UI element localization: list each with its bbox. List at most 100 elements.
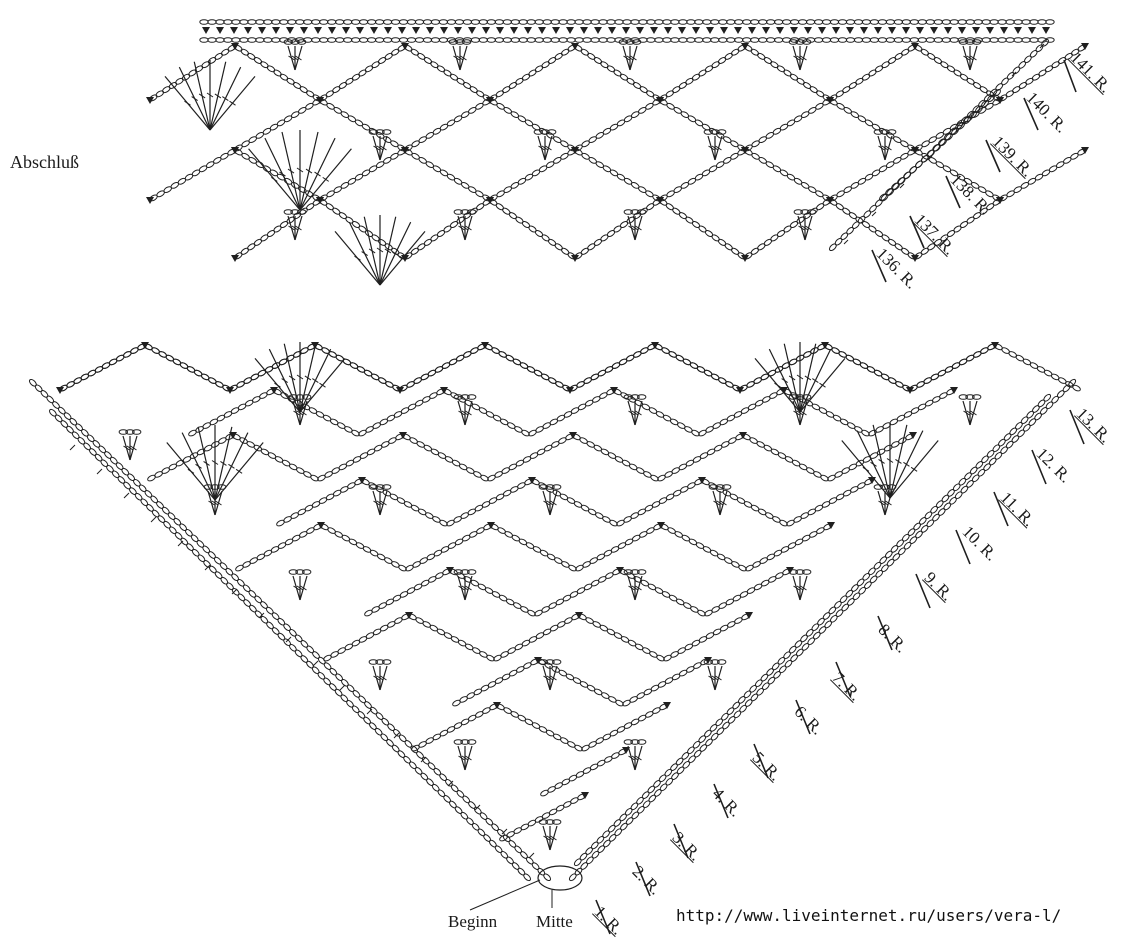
mesh-arc	[404, 44, 492, 102]
sc-mark	[827, 522, 835, 529]
dc-tick	[355, 256, 361, 260]
mesh-arc	[909, 343, 997, 392]
mesh-arc	[323, 613, 411, 662]
sc-mark	[958, 27, 966, 34]
sc-mark	[678, 27, 686, 34]
mesh-arc	[704, 568, 792, 617]
sc-mark	[401, 43, 409, 50]
mesh-arc	[452, 658, 540, 707]
sc-mark	[888, 27, 896, 34]
edge-tick	[97, 469, 102, 474]
sc-mark	[440, 387, 448, 394]
sc-mark	[440, 27, 448, 34]
sc-mark	[748, 27, 756, 34]
sc-mark	[950, 387, 958, 394]
mesh-arc	[490, 523, 578, 572]
right-edge-chain-2	[573, 393, 1052, 867]
mesh-arc	[540, 748, 628, 797]
mesh-arc	[446, 478, 534, 527]
sc-mark	[608, 27, 616, 34]
sc-mark	[510, 27, 518, 34]
sc-mark	[552, 27, 560, 34]
beginn-pointer	[470, 880, 540, 910]
sc-mark	[412, 27, 420, 34]
edge-tick	[151, 517, 156, 522]
sc-mark	[258, 27, 266, 34]
sc-mark	[930, 27, 938, 34]
dc-tick	[188, 469, 194, 473]
mesh-arc	[575, 523, 663, 572]
sc-mark	[911, 43, 919, 50]
mesh-arc	[411, 703, 499, 752]
sc-mark	[636, 27, 644, 34]
edge-tick	[70, 445, 75, 450]
mesh-arc	[487, 433, 575, 482]
mesh-arc	[914, 44, 1002, 102]
mesh-arc	[405, 523, 493, 572]
sc-mark	[874, 27, 882, 34]
mesh-arc	[659, 44, 747, 102]
sc-mark	[860, 27, 868, 34]
dc-tick	[392, 252, 398, 256]
sc-mark	[493, 702, 501, 709]
mesh-arc	[663, 613, 751, 662]
sc-mark	[657, 522, 665, 529]
sc-mark	[1081, 147, 1089, 154]
sc-mark	[454, 27, 462, 34]
mesh-arc	[493, 613, 581, 662]
sc-mark	[446, 567, 454, 574]
mesh-arc	[489, 148, 577, 202]
source-url: http://www.liveinternet.ru/users/vera-l/	[676, 906, 1061, 925]
sc-mark	[356, 27, 364, 34]
mesh-arc	[229, 343, 317, 392]
sc-mark	[651, 342, 659, 349]
mesh-arc	[531, 478, 619, 527]
mesh-arc	[868, 388, 956, 437]
mesh-arc	[489, 98, 577, 152]
mesh-arc	[528, 388, 616, 437]
dc-tick	[282, 379, 288, 383]
sc-mark	[399, 432, 407, 439]
mesh-arc	[744, 198, 832, 260]
sc-mark	[986, 27, 994, 34]
mesh-arc	[314, 343, 402, 392]
mesh-arc	[698, 388, 786, 437]
mesh-arc	[404, 148, 492, 202]
sc-mark	[487, 522, 495, 529]
mesh-arc	[404, 98, 492, 152]
sc-mark	[300, 27, 308, 34]
sc-mark	[776, 27, 784, 34]
edge-tick	[313, 661, 318, 666]
edge-tick	[872, 212, 876, 216]
sc-mark	[902, 27, 910, 34]
v-chain	[454, 210, 476, 215]
mesh-arc	[616, 478, 704, 527]
mesh-arc	[404, 198, 492, 260]
mesh-arc	[235, 523, 323, 572]
sc-mark	[405, 612, 413, 619]
mesh-arc	[744, 148, 832, 202]
sc-mark	[650, 27, 658, 34]
mesh-arc	[496, 703, 584, 752]
dc-tick	[196, 464, 202, 468]
sc-mark	[916, 27, 924, 34]
left-edge-chain-2	[48, 408, 531, 882]
mesh-arc	[657, 433, 745, 482]
mesh-arc	[619, 568, 707, 617]
mesh-arc	[574, 148, 662, 202]
mesh-arc	[320, 523, 408, 572]
mitte-label: Mitte	[536, 912, 573, 932]
edge-tick	[178, 541, 183, 546]
dc-tick	[775, 383, 781, 387]
v-chain	[119, 430, 141, 435]
v-chain	[369, 660, 391, 665]
sc-mark	[468, 27, 476, 34]
v-chain	[959, 395, 981, 400]
sc-mark	[622, 27, 630, 34]
sc-mark	[1000, 27, 1008, 34]
sc-mark	[944, 27, 952, 34]
mesh-arc	[574, 44, 662, 102]
dc-tick	[236, 469, 242, 473]
